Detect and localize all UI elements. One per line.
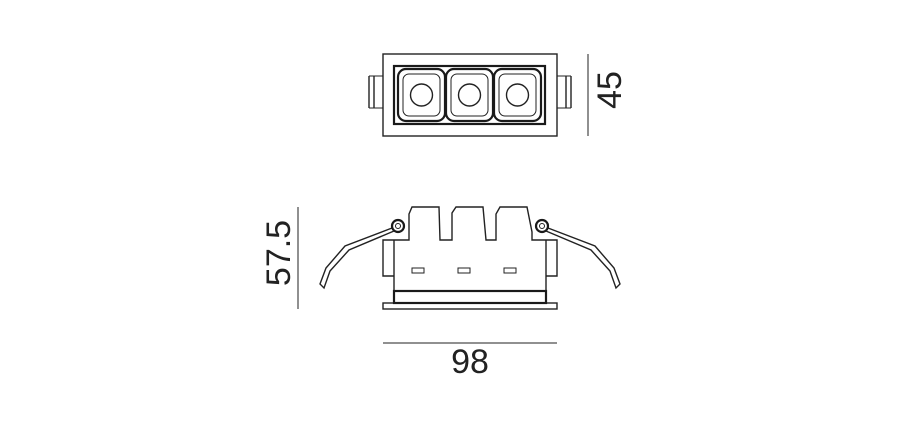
top-view-outer-frame <box>382 53 558 137</box>
top-view-height-label: 45 <box>591 71 629 109</box>
width-label: 98 <box>451 343 489 381</box>
slot-marker <box>457 267 471 274</box>
side-view-lens-band <box>392 289 548 305</box>
right-spring-clip <box>545 227 621 290</box>
top-view-left-clip <box>368 75 383 109</box>
lens-cell <box>396 67 447 123</box>
side-view-housing <box>382 206 558 291</box>
side-view <box>319 206 621 310</box>
left-spring-clip <box>319 227 395 290</box>
top-view-height-dimension: 45 <box>587 54 629 136</box>
slot-marker <box>411 267 425 274</box>
slot-marker <box>503 267 517 274</box>
top-view <box>368 53 572 137</box>
right-spring-pivot <box>534 218 550 234</box>
left-spring-pivot <box>390 218 406 234</box>
width-dimension: 98 <box>383 342 557 381</box>
top-view-right-clip <box>557 75 572 109</box>
lens-cell <box>492 67 543 123</box>
side-view-height-label: 57.5 <box>260 220 298 286</box>
top-view-inner-recess <box>392 64 547 126</box>
lens-cell <box>444 67 495 123</box>
side-view-height-dimension: 57.5 <box>260 207 299 309</box>
